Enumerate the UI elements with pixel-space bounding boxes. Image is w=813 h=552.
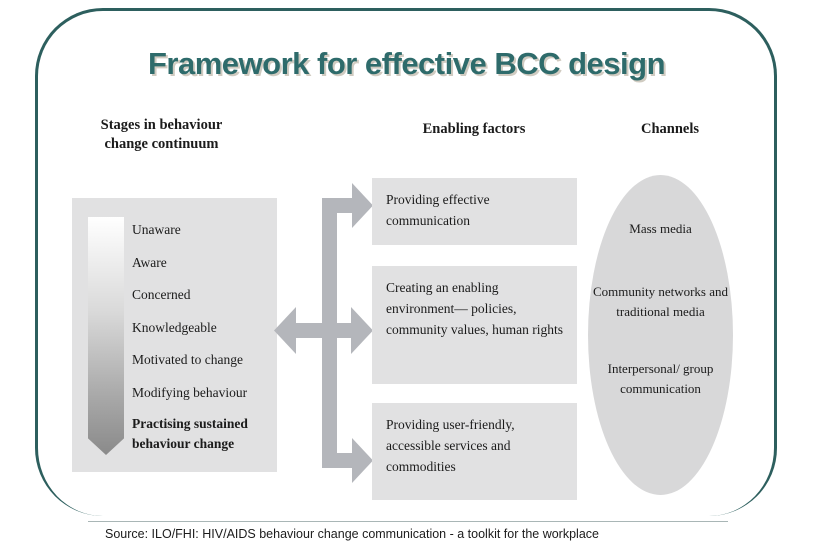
enabling-box-environment: Creating an enabling environment— polici…	[372, 266, 577, 384]
column-header-enabling: Enabling factors	[422, 121, 526, 137]
channel-item-mass-media: Mass media	[629, 221, 692, 236]
stage-item: Unaware	[132, 222, 181, 237]
stage-item: Aware	[132, 254, 167, 270]
stage-item: Knowledgeable	[132, 319, 217, 335]
stage-item: Concerned	[132, 287, 191, 302]
stage-gradient-down-arrow	[88, 217, 124, 455]
column-header-stages: Stages in behaviour change continuum	[100, 117, 223, 152]
stage-item: Modifying behaviour	[132, 384, 248, 400]
stage-item: Motivated to change	[132, 352, 243, 367]
slide-title: Framework for effective BCC design	[147, 46, 666, 81]
channels-ellipse: Mass media Community networks and tradit…	[588, 175, 733, 495]
column-header-channels: Channels	[640, 121, 700, 137]
stages-panel: Unaware Aware Concerned Knowledgeable Mo…	[72, 198, 277, 472]
channel-item-interpersonal: Interpersonal/ group communication	[607, 361, 714, 396]
slide-border-frame	[35, 8, 777, 516]
footer-divider	[88, 521, 728, 522]
channel-item-community-networks: Community networks and traditional media	[592, 284, 729, 319]
enabling-box-services: Providing user-friendly, accessible serv…	[372, 403, 577, 500]
enabling-box-communication: Providing effective communication	[372, 178, 577, 245]
stages-list: Unaware Aware Concerned Knowledgeable Mo…	[132, 214, 274, 454]
source-citation: Source: ILO/FHI: HIV/AIDS behaviour chan…	[105, 527, 599, 541]
stage-item-final: Practising sustained behaviour change	[132, 416, 248, 451]
